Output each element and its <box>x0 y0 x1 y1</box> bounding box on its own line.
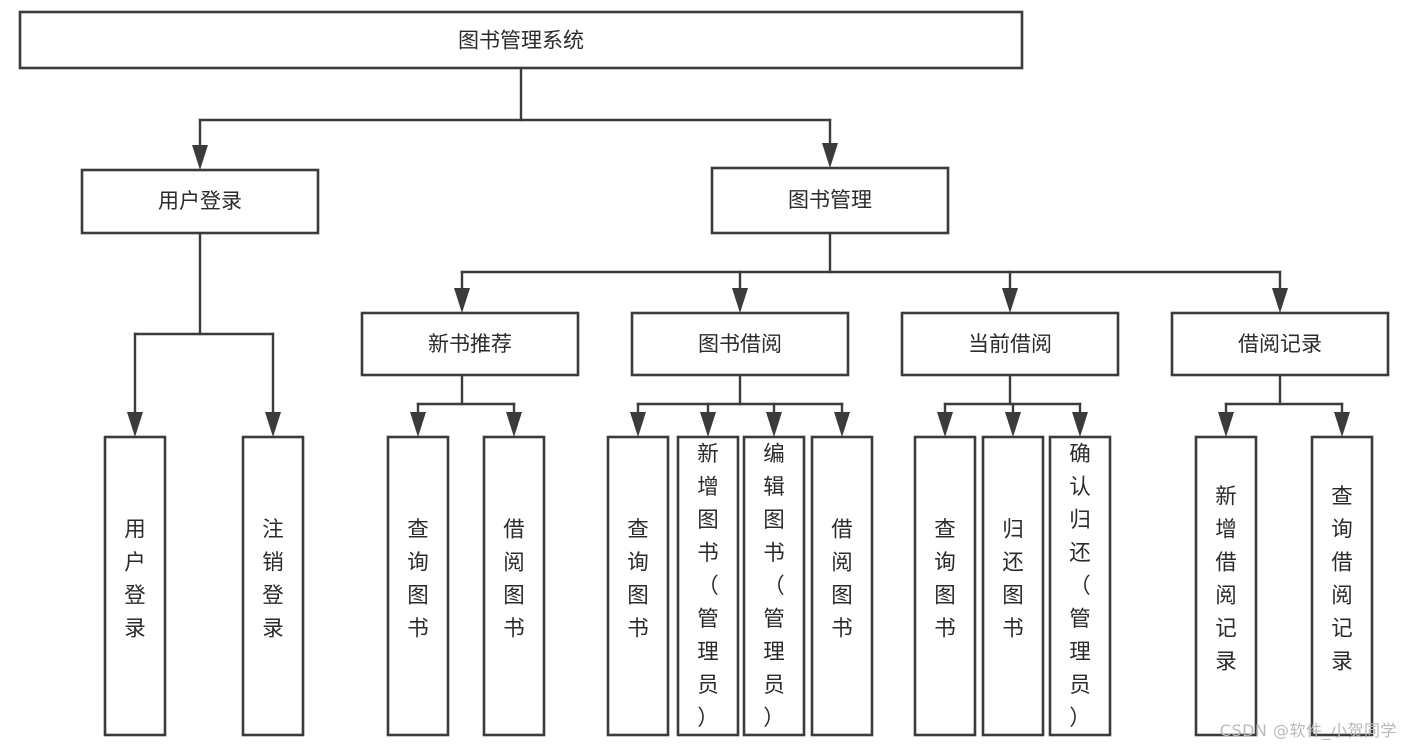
node-root[interactable]: 图书管理系统 <box>18 10 1024 70</box>
node-leaf-query-book-2-label: 查询图书 <box>627 518 649 642</box>
node-leaf-return-book[interactable]: 归还图书 <box>981 435 1045 737</box>
node-user-login-label: 用户登录 <box>158 189 242 213</box>
node-new-book-recommend[interactable]: 新书推荐 <box>360 311 580 377</box>
node-leaf-add-book-box[interactable] <box>676 435 740 737</box>
node-leaf-borrow-book-1-label: 借阅图书 <box>503 518 525 642</box>
arrow-head-book-manage <box>822 143 838 168</box>
node-leaf-borrow-book-2[interactable]: 借阅图书 <box>810 435 874 737</box>
node-borrow-record[interactable]: 借阅记录 <box>1170 311 1390 377</box>
node-leaf-confirm-return-label: 确认归还（管理员） <box>1069 442 1091 731</box>
connector-group-book-manage <box>454 231 1288 313</box>
arrow-head-leaf-query-book-2 <box>630 412 646 437</box>
arrow-head-leaf-query-book-1 <box>410 412 426 437</box>
node-leaf-logout[interactable]: 注销登录 <box>241 435 305 737</box>
node-leaf-query-record-box[interactable] <box>1310 435 1374 737</box>
arrow-head-leaf-add-book <box>700 412 716 437</box>
node-leaf-confirm-return[interactable]: 确认归还（管理员） <box>1048 435 1112 737</box>
node-leaf-logout-label: 注销登录 <box>262 518 284 642</box>
node-leaf-edit-book-label: 编辑图书（管理员） <box>763 442 785 731</box>
node-leaf-query-record-label: 查询借阅记录 <box>1331 485 1353 675</box>
arrow-head-user-login <box>192 145 208 170</box>
node-leaf-query-book-2-box[interactable] <box>606 435 670 737</box>
arrow-head-leaf-query-book-3 <box>937 412 953 437</box>
node-current-borrow[interactable]: 当前借阅 <box>900 311 1120 377</box>
node-borrow-record-box[interactable] <box>1170 311 1390 377</box>
arrow-head-leaf-edit-book <box>766 412 782 437</box>
node-leaf-return-book-label: 归还图书 <box>1002 518 1024 642</box>
node-book-manage-label: 图书管理 <box>788 188 872 212</box>
node-leaf-confirm-return-box[interactable] <box>1048 435 1112 737</box>
arrow-head-book-borrow <box>732 288 748 313</box>
arrow-head-new-book-recommend <box>454 288 470 313</box>
node-leaf-edit-book[interactable]: 编辑图书（管理员） <box>742 435 806 737</box>
node-user-login[interactable]: 用户登录 <box>80 168 320 235</box>
node-leaf-add-book[interactable]: 新增图书（管理员） <box>676 435 740 737</box>
node-book-manage-box[interactable] <box>710 166 950 235</box>
node-leaf-query-book-2[interactable]: 查询图书 <box>606 435 670 737</box>
arrow-head-leaf-logout <box>265 412 281 437</box>
node-leaf-add-record-box[interactable] <box>1194 435 1258 737</box>
connector-group-borrow-record <box>1218 373 1350 437</box>
node-current-borrow-label: 当前借阅 <box>968 332 1052 356</box>
arrow-head-leaf-add-record <box>1218 412 1234 437</box>
node-leaf-query-book-1-label: 查询图书 <box>407 518 429 642</box>
node-borrow-record-label: 借阅记录 <box>1238 332 1322 356</box>
arrow-head-leaf-confirm-return <box>1072 412 1088 437</box>
arrow-head-current-borrow <box>1002 288 1018 313</box>
arrow-head-leaf-return-book <box>1005 412 1021 437</box>
node-leaf-user-login[interactable]: 用户登录 <box>103 435 167 737</box>
node-book-borrow-box[interactable] <box>630 311 850 377</box>
node-leaf-edit-book-box[interactable] <box>742 435 806 737</box>
connector-group-user-login <box>127 231 281 437</box>
node-book-borrow[interactable]: 图书借阅 <box>630 311 850 377</box>
node-leaf-logout-box[interactable] <box>241 435 305 737</box>
node-book-borrow-label: 图书借阅 <box>698 332 782 356</box>
node-leaf-user-login-label: 用户登录 <box>124 518 146 642</box>
connector-group-current-borrow <box>937 373 1088 437</box>
node-leaf-borrow-book-2-box[interactable] <box>810 435 874 737</box>
node-leaf-borrow-book-2-label: 借阅图书 <box>831 518 853 642</box>
node-leaf-borrow-book-1-box[interactable] <box>482 435 546 737</box>
node-leaf-query-book-3-label: 查询图书 <box>934 518 956 642</box>
arrow-head-leaf-borrow-book-1 <box>506 412 522 437</box>
arrow-head-borrow-record <box>1272 288 1288 313</box>
node-root-box[interactable] <box>18 10 1024 70</box>
node-leaf-borrow-book-1[interactable]: 借阅图书 <box>482 435 546 737</box>
node-user-login-box[interactable] <box>80 168 320 235</box>
node-leaf-add-record-label: 新增借阅记录 <box>1215 485 1237 675</box>
node-leaf-query-record[interactable]: 查询借阅记录 <box>1310 435 1374 737</box>
node-current-borrow-box[interactable] <box>900 311 1120 377</box>
node-root-label: 图书管理系统 <box>458 29 584 53</box>
arrow-head-leaf-user-login <box>127 412 143 437</box>
connector-group-book-borrow <box>630 373 850 437</box>
connector-group-new-book-recommend <box>410 373 522 437</box>
node-leaf-query-book-1-box[interactable] <box>386 435 450 737</box>
connector-group-root <box>192 66 838 170</box>
arrow-head-leaf-query-record <box>1334 412 1350 437</box>
node-leaf-return-book-box[interactable] <box>981 435 1045 737</box>
arrow-head-leaf-borrow-book-2 <box>834 412 850 437</box>
node-leaf-add-record[interactable]: 新增借阅记录 <box>1194 435 1258 737</box>
node-leaf-query-book-3-box[interactable] <box>913 435 977 737</box>
node-book-manage[interactable]: 图书管理 <box>710 166 950 235</box>
node-leaf-user-login-box[interactable] <box>103 435 167 737</box>
node-new-book-recommend-box[interactable] <box>360 311 580 377</box>
node-leaf-query-book-3[interactable]: 查询图书 <box>913 435 977 737</box>
node-new-book-recommend-label: 新书推荐 <box>428 332 512 356</box>
node-leaf-add-book-label: 新增图书（管理员） <box>697 442 719 731</box>
node-leaf-query-book-1[interactable]: 查询图书 <box>386 435 450 737</box>
